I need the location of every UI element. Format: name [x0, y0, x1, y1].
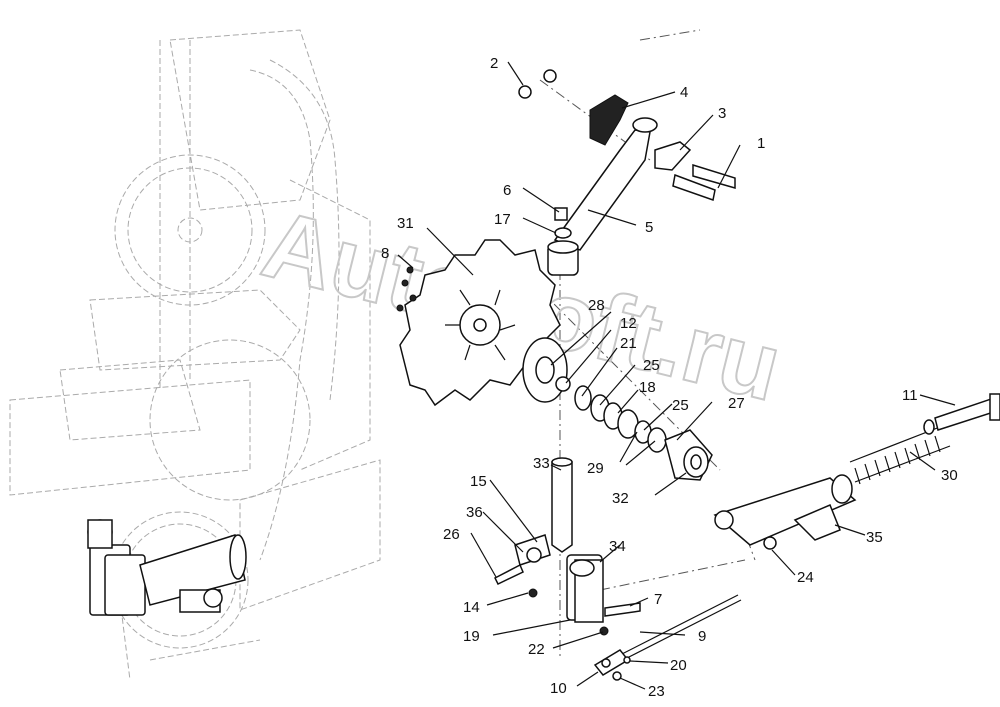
- callout-25-lower: 25: [672, 397, 689, 414]
- callout-18: 18: [639, 379, 656, 396]
- callout-36: 36: [466, 504, 483, 521]
- callout-12: 12: [620, 315, 637, 332]
- callout-2: 2: [490, 55, 498, 72]
- callout-1: 1: [757, 135, 765, 152]
- callout-10: 10: [550, 680, 567, 697]
- callout-26: 26: [443, 526, 460, 543]
- spring-arm-assembly: [713, 393, 1000, 550]
- callout-27: 27: [728, 395, 745, 412]
- callout-7: 7: [654, 591, 662, 608]
- callout-30: 30: [941, 467, 958, 484]
- left-bracket-assembly: [87, 519, 247, 616]
- callout-33: 33: [533, 455, 550, 472]
- hub-assembly: [522, 337, 713, 481]
- callout-28: 28: [588, 297, 605, 314]
- callout-17: 17: [494, 211, 511, 228]
- callout-35: 35: [866, 529, 883, 546]
- callout-31: 31: [397, 215, 414, 232]
- callout-22: 22: [528, 641, 545, 658]
- callout-20: 20: [670, 657, 687, 674]
- callout-34: 34: [609, 538, 626, 555]
- callout-8: 8: [381, 245, 389, 262]
- callout-25-upper: 25: [643, 357, 660, 374]
- disc-screws: [396, 266, 417, 312]
- cutting-disc: [399, 239, 561, 407]
- callout-11: 11: [902, 387, 918, 404]
- callout-23: 23: [648, 683, 665, 700]
- callout-9: 9: [698, 628, 706, 645]
- callout-5: 5: [645, 219, 653, 236]
- leader-lines: [397, 61, 956, 690]
- callout-6: 6: [503, 182, 511, 199]
- callout-21: 21: [620, 335, 637, 352]
- callout-32: 32: [612, 490, 629, 507]
- callout-19: 19: [463, 628, 480, 645]
- callout-labels: 1 2 3 4 5 6 7 8 9 10 11 12 14 15 17 18 1…: [381, 55, 958, 700]
- arm-assembly: [518, 69, 736, 276]
- callout-4: 4: [680, 84, 688, 101]
- callout-15: 15: [470, 473, 487, 490]
- callout-24: 24: [797, 569, 814, 586]
- callout-3: 3: [718, 105, 726, 122]
- callout-29: 29: [587, 460, 604, 477]
- callout-14: 14: [463, 599, 480, 616]
- lower-bracket-assembly: [493, 457, 742, 681]
